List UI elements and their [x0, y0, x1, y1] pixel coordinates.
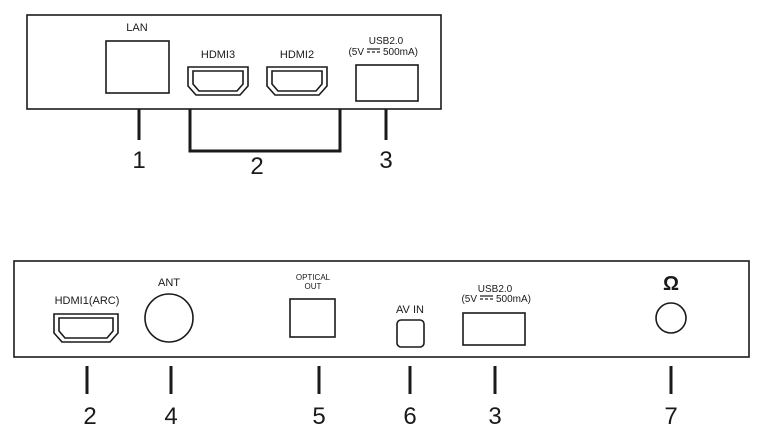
lan-label: LAN	[126, 22, 147, 34]
headphone-icon: Ω	[663, 273, 679, 295]
antenna-port	[144, 293, 194, 343]
callout-2-top: 2	[250, 153, 263, 180]
usb-bottom-label: USB2.0	[478, 284, 513, 295]
hdmi1-port	[53, 313, 119, 343]
av-in-label: AV IN	[396, 304, 424, 316]
usb-top-port	[355, 64, 419, 102]
bottom-panel-outline	[13, 260, 750, 358]
hdmi3-port-inner	[192, 70, 244, 92]
callout-4: 4	[164, 403, 177, 430]
bottom-panel: HDMI1(ARC) ANT OPTICAL OUT AV IN USB2.0 …	[13, 260, 750, 430]
hdmi1-port-inner	[58, 317, 114, 339]
usb-bottom-current: 500mA)	[496, 294, 531, 305]
usb-top-voltage: (5V	[348, 47, 364, 58]
usb-top-label: USB2.0	[369, 36, 404, 47]
av-in-port	[396, 319, 425, 348]
callout-5: 5	[312, 403, 325, 430]
hdmi1-label: HDMI1(ARC)	[55, 295, 120, 307]
hdmi-bracket-line	[188, 109, 342, 153]
dc-symbol-icon	[480, 295, 493, 300]
headphone-port	[655, 302, 687, 334]
ant-label: ANT	[158, 277, 180, 289]
hdmi3-label: HDMI3	[201, 49, 235, 61]
usb-top-current: 500mA)	[383, 47, 418, 58]
optical-label: OPTICAL	[296, 273, 331, 282]
hdmi3-port	[187, 66, 249, 96]
lan-port	[105, 40, 170, 94]
top-panel-outline	[26, 14, 442, 110]
hdmi2-port	[266, 66, 328, 96]
top-panel: LAN HDMI3 HDMI2 USB2.0 (5V 500mA) 1 2 3	[26, 14, 442, 180]
usb-bottom-port	[462, 312, 526, 346]
optical-out-label: OUT	[305, 282, 322, 291]
usb-bottom-voltage: (5V	[461, 294, 477, 305]
callout-3-bottom: 3	[488, 403, 501, 430]
dc-symbol-icon	[367, 48, 380, 53]
callout-2-bottom: 2	[83, 403, 96, 430]
hdmi2-port-inner	[271, 70, 323, 92]
optical-port	[289, 298, 336, 338]
callout-7: 7	[664, 403, 677, 430]
hdmi2-label: HDMI2	[280, 49, 314, 61]
callout-3-top: 3	[379, 147, 392, 174]
callout-1: 1	[132, 147, 145, 174]
callout-6: 6	[403, 403, 416, 430]
